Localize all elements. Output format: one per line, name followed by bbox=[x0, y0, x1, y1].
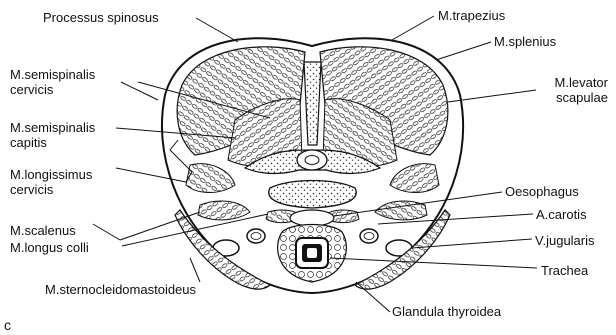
label-m-semispinalis-cervicis-line1: M.semispinalis bbox=[10, 67, 95, 82]
label-m-levator-scapulae-line1: M.levator bbox=[555, 75, 608, 90]
label-m-longus-colli: M.longus colli bbox=[10, 240, 89, 255]
label-m-semispinalis-capitis-line2: capitis bbox=[10, 135, 95, 150]
label-m-scalenus: M.scalenus bbox=[10, 223, 76, 238]
label-m-semispinalis-capitis: M.semispinalis capitis bbox=[10, 120, 95, 150]
label-oesophagus: Oesophagus bbox=[505, 184, 579, 199]
label-m-trapezius: M.trapezius bbox=[438, 8, 505, 23]
label-v-jugularis: V.jugularis bbox=[535, 233, 595, 248]
label-trachea: Trachea bbox=[541, 263, 588, 278]
vertebral-body bbox=[269, 181, 356, 209]
label-m-longissimus-cervicis: M.longissimus cervicis bbox=[10, 167, 92, 197]
label-m-longissimus-cervicis-line1: M.longissimus bbox=[10, 167, 92, 182]
label-m-longissimus-cervicis-line2: cervicis bbox=[10, 182, 92, 197]
oesophagus-shape bbox=[290, 210, 334, 226]
label-m-levator-scapulae: M.levator scapulae bbox=[555, 75, 608, 105]
label-m-levator-scapulae-line2: scapulae bbox=[555, 90, 608, 105]
corner-letter: c bbox=[4, 318, 11, 333]
label-a-carotis: A.carotis bbox=[536, 207, 587, 222]
label-m-sternocleidomastoideus: M.sternocleidomastoideus bbox=[45, 282, 196, 297]
label-processus-spinosus: Processus spinosus bbox=[43, 10, 159, 25]
label-m-semispinalis-cervicis: M.semispinalis cervicis bbox=[10, 67, 95, 97]
label-m-semispinalis-capitis-line1: M.semispinalis bbox=[10, 120, 95, 135]
label-glandula-thyroidea: Glandula thyroidea bbox=[392, 304, 501, 319]
label-m-semispinalis-cervicis-line2: cervicis bbox=[10, 82, 95, 97]
label-m-splenius: M.splenius bbox=[494, 34, 556, 49]
